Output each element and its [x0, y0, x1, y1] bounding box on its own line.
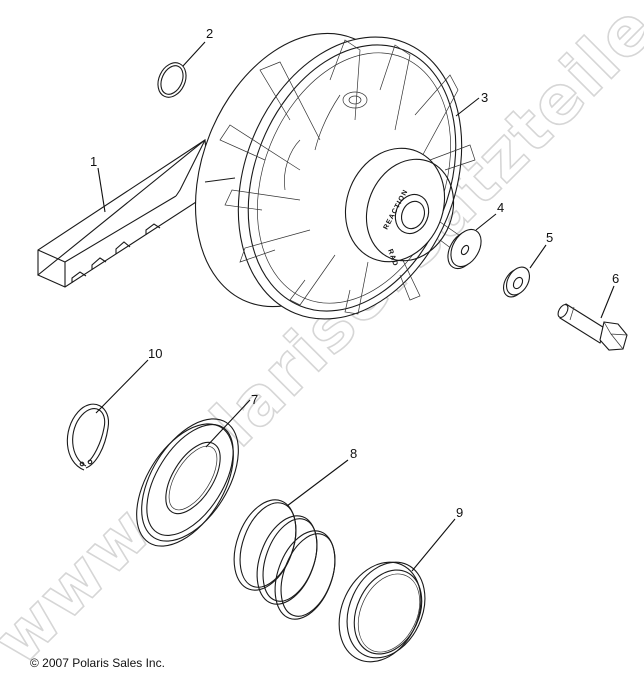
- leader-8: [286, 459, 349, 507]
- callout-4[interactable]: 4: [497, 200, 504, 215]
- sheave-spokes: [219, 39, 476, 315]
- copyright-notice: © 2007 Polaris Sales Inc.: [30, 656, 165, 670]
- part-4-washer-large[interactable]: [442, 224, 488, 274]
- callout-2[interactable]: 2: [206, 26, 213, 41]
- leader-3: [455, 97, 480, 117]
- part-7-cam[interactable]: [117, 402, 259, 563]
- part-9-spring-cup[interactable]: [324, 549, 440, 675]
- leader-6: [600, 285, 615, 319]
- callout-3[interactable]: 3: [481, 90, 488, 105]
- part-8-spring[interactable]: [223, 491, 346, 627]
- leader-7: [205, 399, 251, 448]
- part-1-drive-belt[interactable]: [36, 138, 211, 288]
- part-10-snap-ring[interactable]: [66, 403, 110, 471]
- callout-5[interactable]: 5: [546, 230, 553, 245]
- part-3-driven-sheave[interactable]: REACTION RAD: [157, 2, 502, 353]
- callout-9[interactable]: 9: [456, 505, 463, 520]
- part-5-washer-small[interactable]: [499, 263, 534, 301]
- callout-8[interactable]: 8: [350, 446, 357, 461]
- leader-lines: [95, 41, 615, 572]
- callout-7[interactable]: 7: [251, 392, 258, 407]
- leader-10: [95, 359, 149, 414]
- callout-10[interactable]: 10: [148, 346, 162, 361]
- leader-5: [529, 244, 547, 269]
- leader-4: [475, 213, 497, 231]
- part-6-bolt[interactable]: [556, 303, 628, 351]
- leader-2: [182, 41, 206, 67]
- callout-1[interactable]: 1: [90, 154, 97, 169]
- part-2-ring[interactable]: [153, 58, 192, 102]
- leader-9: [411, 518, 456, 572]
- leader-1: [97, 167, 106, 213]
- callouts: 1 2 3 4 5 6 7 8 9 10: [90, 26, 619, 520]
- callout-6[interactable]: 6: [612, 271, 619, 286]
